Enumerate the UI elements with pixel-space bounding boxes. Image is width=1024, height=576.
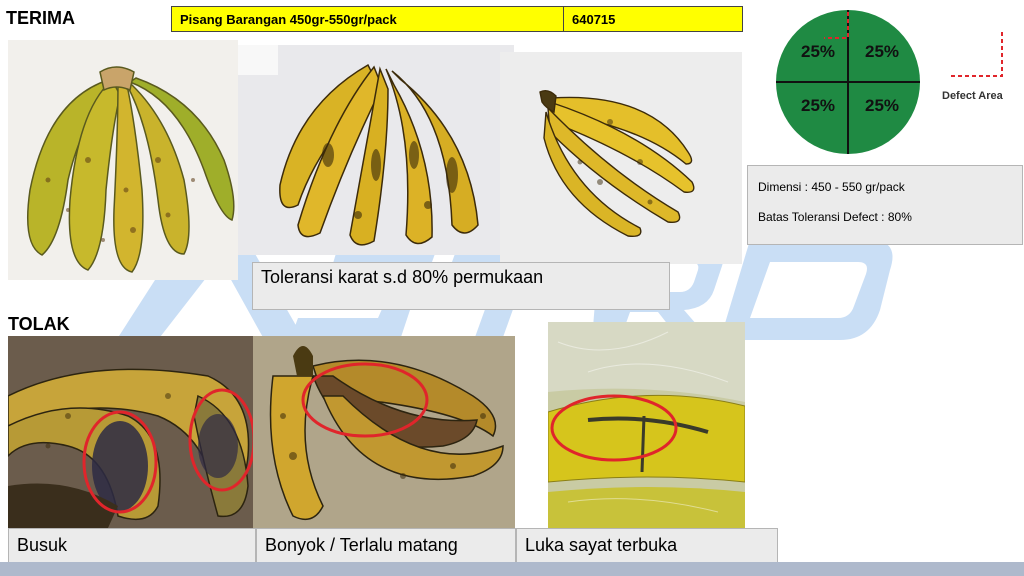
reject-photo-rotten: [8, 336, 253, 528]
chart-quarter-label: 25%: [801, 96, 835, 115]
accept-caption: Toleransi karat s.d 80% permukaan: [252, 262, 670, 310]
footer-bar: [0, 562, 1024, 576]
accept-photo-3: [500, 52, 742, 264]
tolerance-text: Batas Toleransi Defect : 80%: [758, 210, 912, 224]
reject-photo-cut: [548, 322, 745, 528]
chart-quarter-label: 25%: [865, 96, 899, 115]
reject-caption-rotten: Busuk: [8, 528, 256, 563]
chart-quarter-label: 25%: [865, 42, 899, 61]
accept-photo-2: [238, 45, 514, 255]
product-name-cell: Pisang Barangan 450gr-550gr/pack: [171, 6, 564, 32]
reject-caption-overripe: Bonyok / Terlalu matang: [256, 528, 516, 563]
product-code-cell: 640715: [563, 6, 743, 32]
reject-photo-overripe: [253, 336, 515, 528]
dimension-text: Dimensi : 450 - 550 gr/pack: [758, 180, 905, 194]
accept-section-title: TERIMA: [6, 8, 75, 28]
defect-area-legend-marker: [948, 32, 1003, 77]
reject-section-title: TOLAK: [8, 314, 70, 334]
accept-photo-1: [8, 40, 238, 280]
chart-quarter-label: 25%: [801, 42, 835, 61]
defect-area-legend: Defect Area: [942, 90, 1003, 102]
reject-caption-cut: Luka sayat terbuka: [516, 528, 778, 563]
spec-info-box: Dimensi : 450 - 550 gr/pack Batas Tolera…: [747, 165, 1023, 245]
defect-area-chart: 25% 25% 25% 25%: [776, 10, 920, 154]
